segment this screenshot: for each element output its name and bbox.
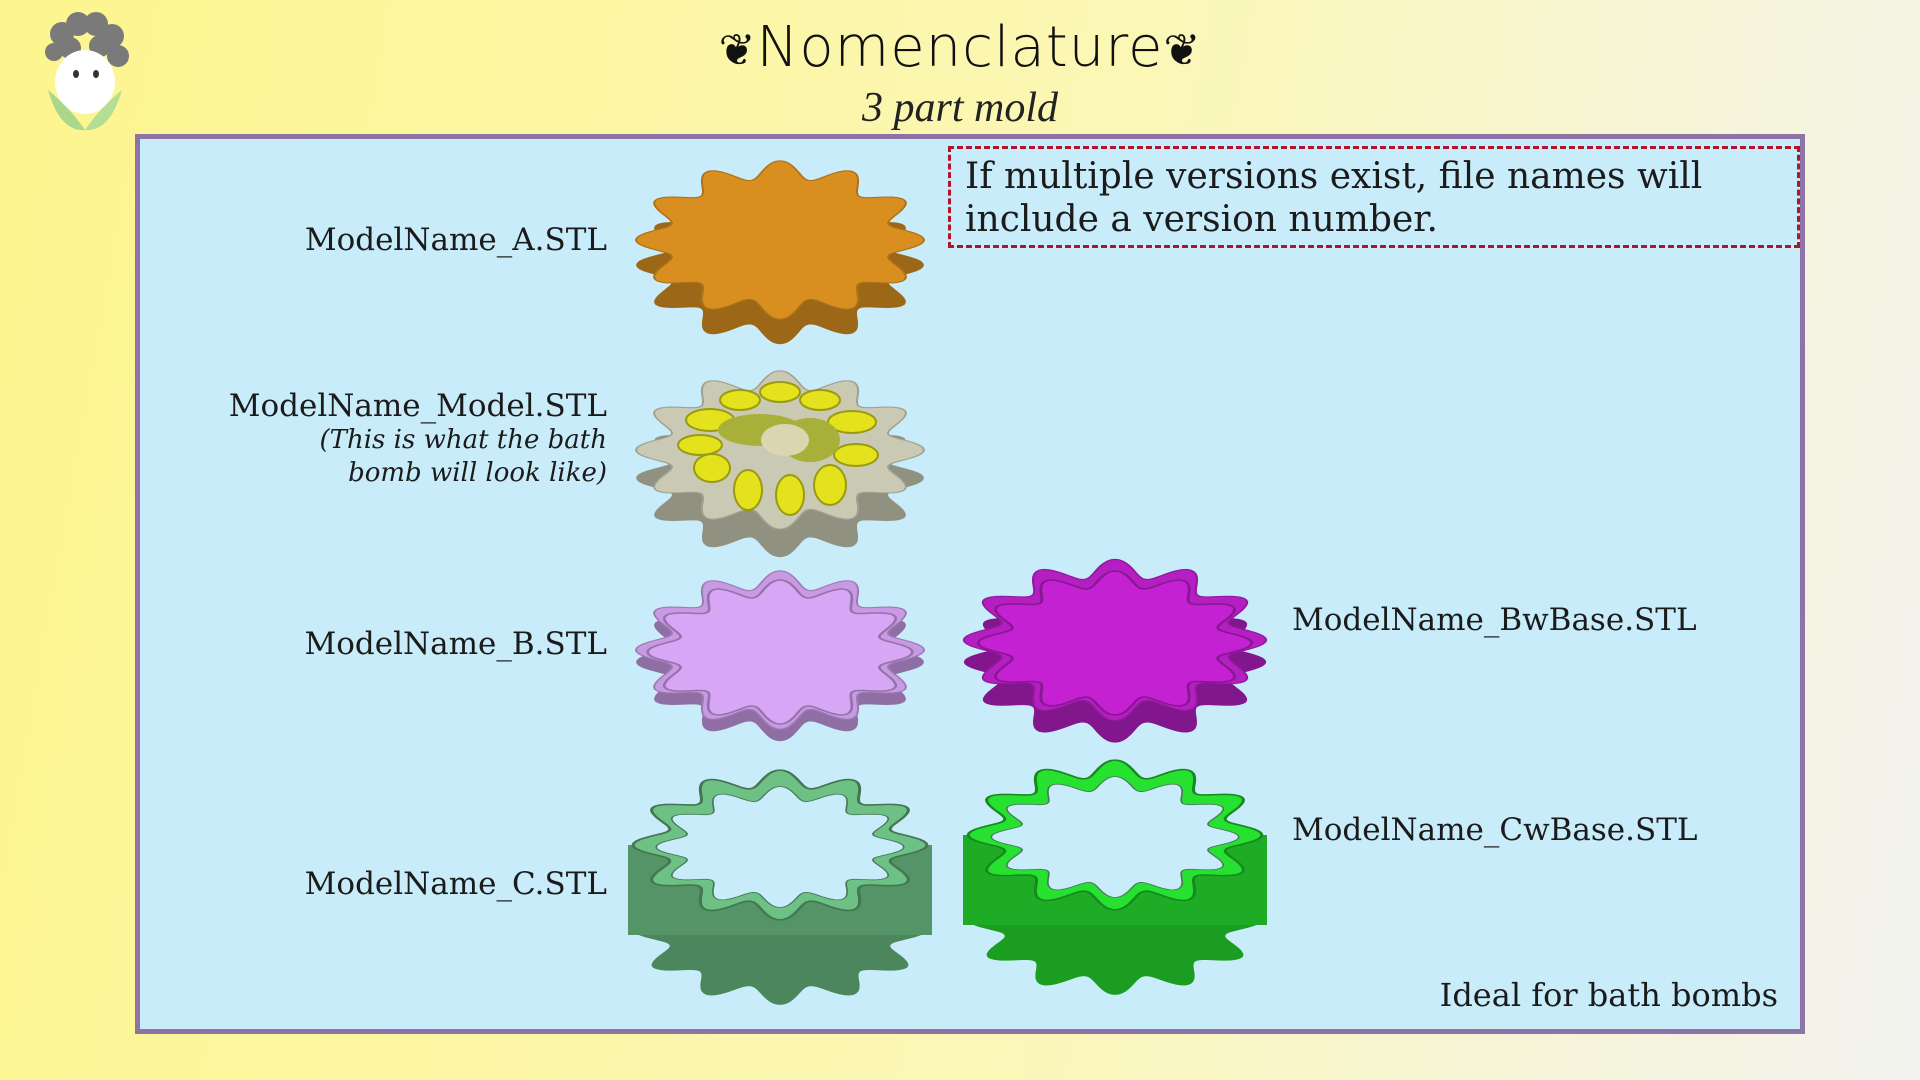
label-part-b: ModelName_B.STL	[304, 626, 608, 662]
part-a-shape	[634, 160, 926, 345]
part-bwbase-shape	[962, 558, 1268, 743]
part-c-image	[628, 769, 932, 1005]
ornament-right-icon: ❦	[1163, 24, 1202, 76]
page-subtitle: 3 part mold	[861, 84, 1058, 131]
part-model-image	[634, 370, 926, 558]
label-part-cwbase: ModelName_CwBase.STL	[1292, 812, 1698, 848]
label-part-bwbase: ModelName_BwBase.STL	[1292, 602, 1697, 638]
footer-note: Ideal for bath bombs	[1439, 976, 1778, 1014]
cauliflower-logo-icon	[45, 12, 129, 131]
part-cwbase-shape	[963, 759, 1267, 995]
part-model-shape	[634, 370, 926, 558]
label-part-model: ModelName_Model.STL (This is what the ba…	[228, 388, 607, 488]
label-part-c: ModelName_C.STL	[304, 866, 607, 902]
part-b-shape	[634, 570, 926, 742]
part-bwbase-image	[962, 558, 1268, 743]
part-c-shape	[628, 769, 932, 1005]
part-a-image	[634, 160, 926, 345]
version-note: If multiple versions exist, file names w…	[948, 146, 1800, 248]
ornament-left-icon: ❦	[718, 24, 757, 76]
page-title: ❦Nomenclature❦	[718, 15, 1202, 80]
header: ❦Nomenclature❦ 3 part mold	[0, 14, 1920, 131]
part-cwbase-image	[963, 759, 1267, 995]
label-part-a: ModelName_A.STL	[304, 222, 607, 258]
label-part-model-note: (This is what the bath bomb will look li…	[319, 425, 607, 488]
part-b-image	[634, 570, 926, 742]
